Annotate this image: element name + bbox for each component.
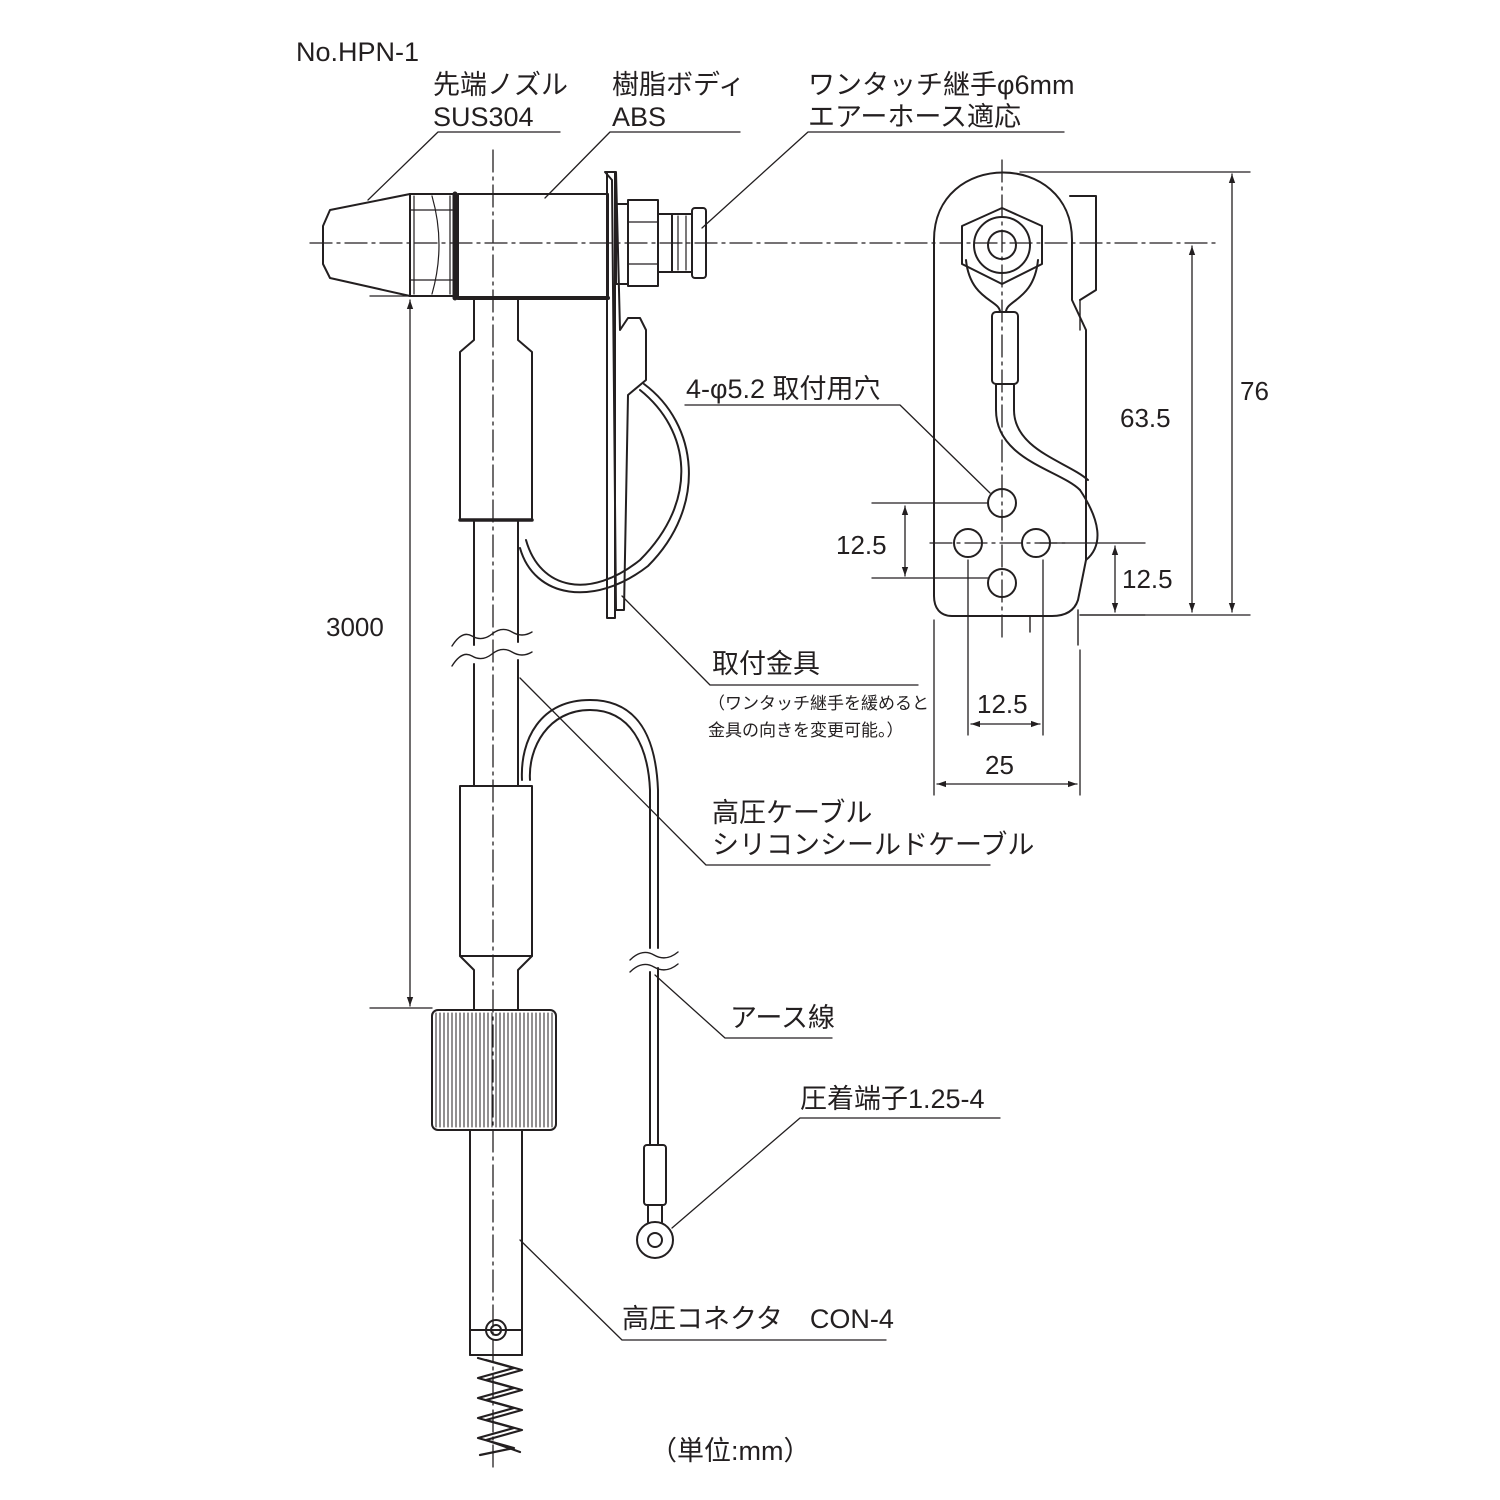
bracket-note-2: 金具の向きを変更可能。）: [708, 721, 904, 740]
nozzle-tip-material: SUS304: [433, 102, 534, 132]
ground-wire: [519, 383, 690, 1259]
fitting-label: ワンタッチ継手φ6mm: [808, 70, 1075, 100]
dim-cable-length: 3000: [326, 612, 384, 642]
dim-hole-pitch-bottom: 12.5: [977, 689, 1028, 719]
dimension-lines: [369, 171, 1251, 1009]
dim-width-total: 25: [985, 750, 1014, 780]
crimp-terminal-label: 圧着端子1.25-4: [800, 1084, 985, 1114]
fitting-note: エアーホース適応: [808, 102, 1022, 132]
nozzle-tip-label: 先端ノズル: [433, 70, 568, 100]
nozzle-tip: [322, 193, 455, 297]
resin-body-label: 樹脂ボディ: [612, 70, 746, 100]
dim-hole-pitch-right: 12.5: [1122, 564, 1173, 594]
unit-note: （単位:mm）: [650, 1436, 811, 1466]
knurled-nut: [431, 1009, 557, 1131]
ground-wire-label: アース線: [730, 1003, 836, 1033]
bracket-label: 取付金具: [712, 649, 820, 679]
one-touch-fitting: [615, 199, 707, 287]
mount-holes-label: 4-φ5.2 取付用穴: [686, 374, 881, 404]
hv-connector: [469, 1129, 524, 1457]
hv-cable-label: 高圧ケーブル: [712, 798, 873, 828]
bracket-front: [933, 171, 1099, 646]
bracket-note-1: （ワンタッチ継手を緩めると: [708, 694, 929, 713]
dim-hole-pitch-left: 12.5: [836, 530, 887, 560]
dim-height-total: 76: [1240, 376, 1269, 406]
resin-body: [452, 191, 610, 301]
dim-height-center: 63.5: [1120, 403, 1171, 433]
bracket-side: [604, 171, 647, 619]
hv-cable-body: [451, 297, 534, 1011]
hv-cable-type: シリコンシールドケーブル: [712, 830, 1035, 860]
resin-body-material: ABS: [612, 102, 667, 132]
leader-lines: [367, 131, 1065, 1341]
hv-connector-label: 高圧コネクタ CON-4: [622, 1304, 894, 1334]
model-number: No.HPN-1: [296, 37, 420, 67]
